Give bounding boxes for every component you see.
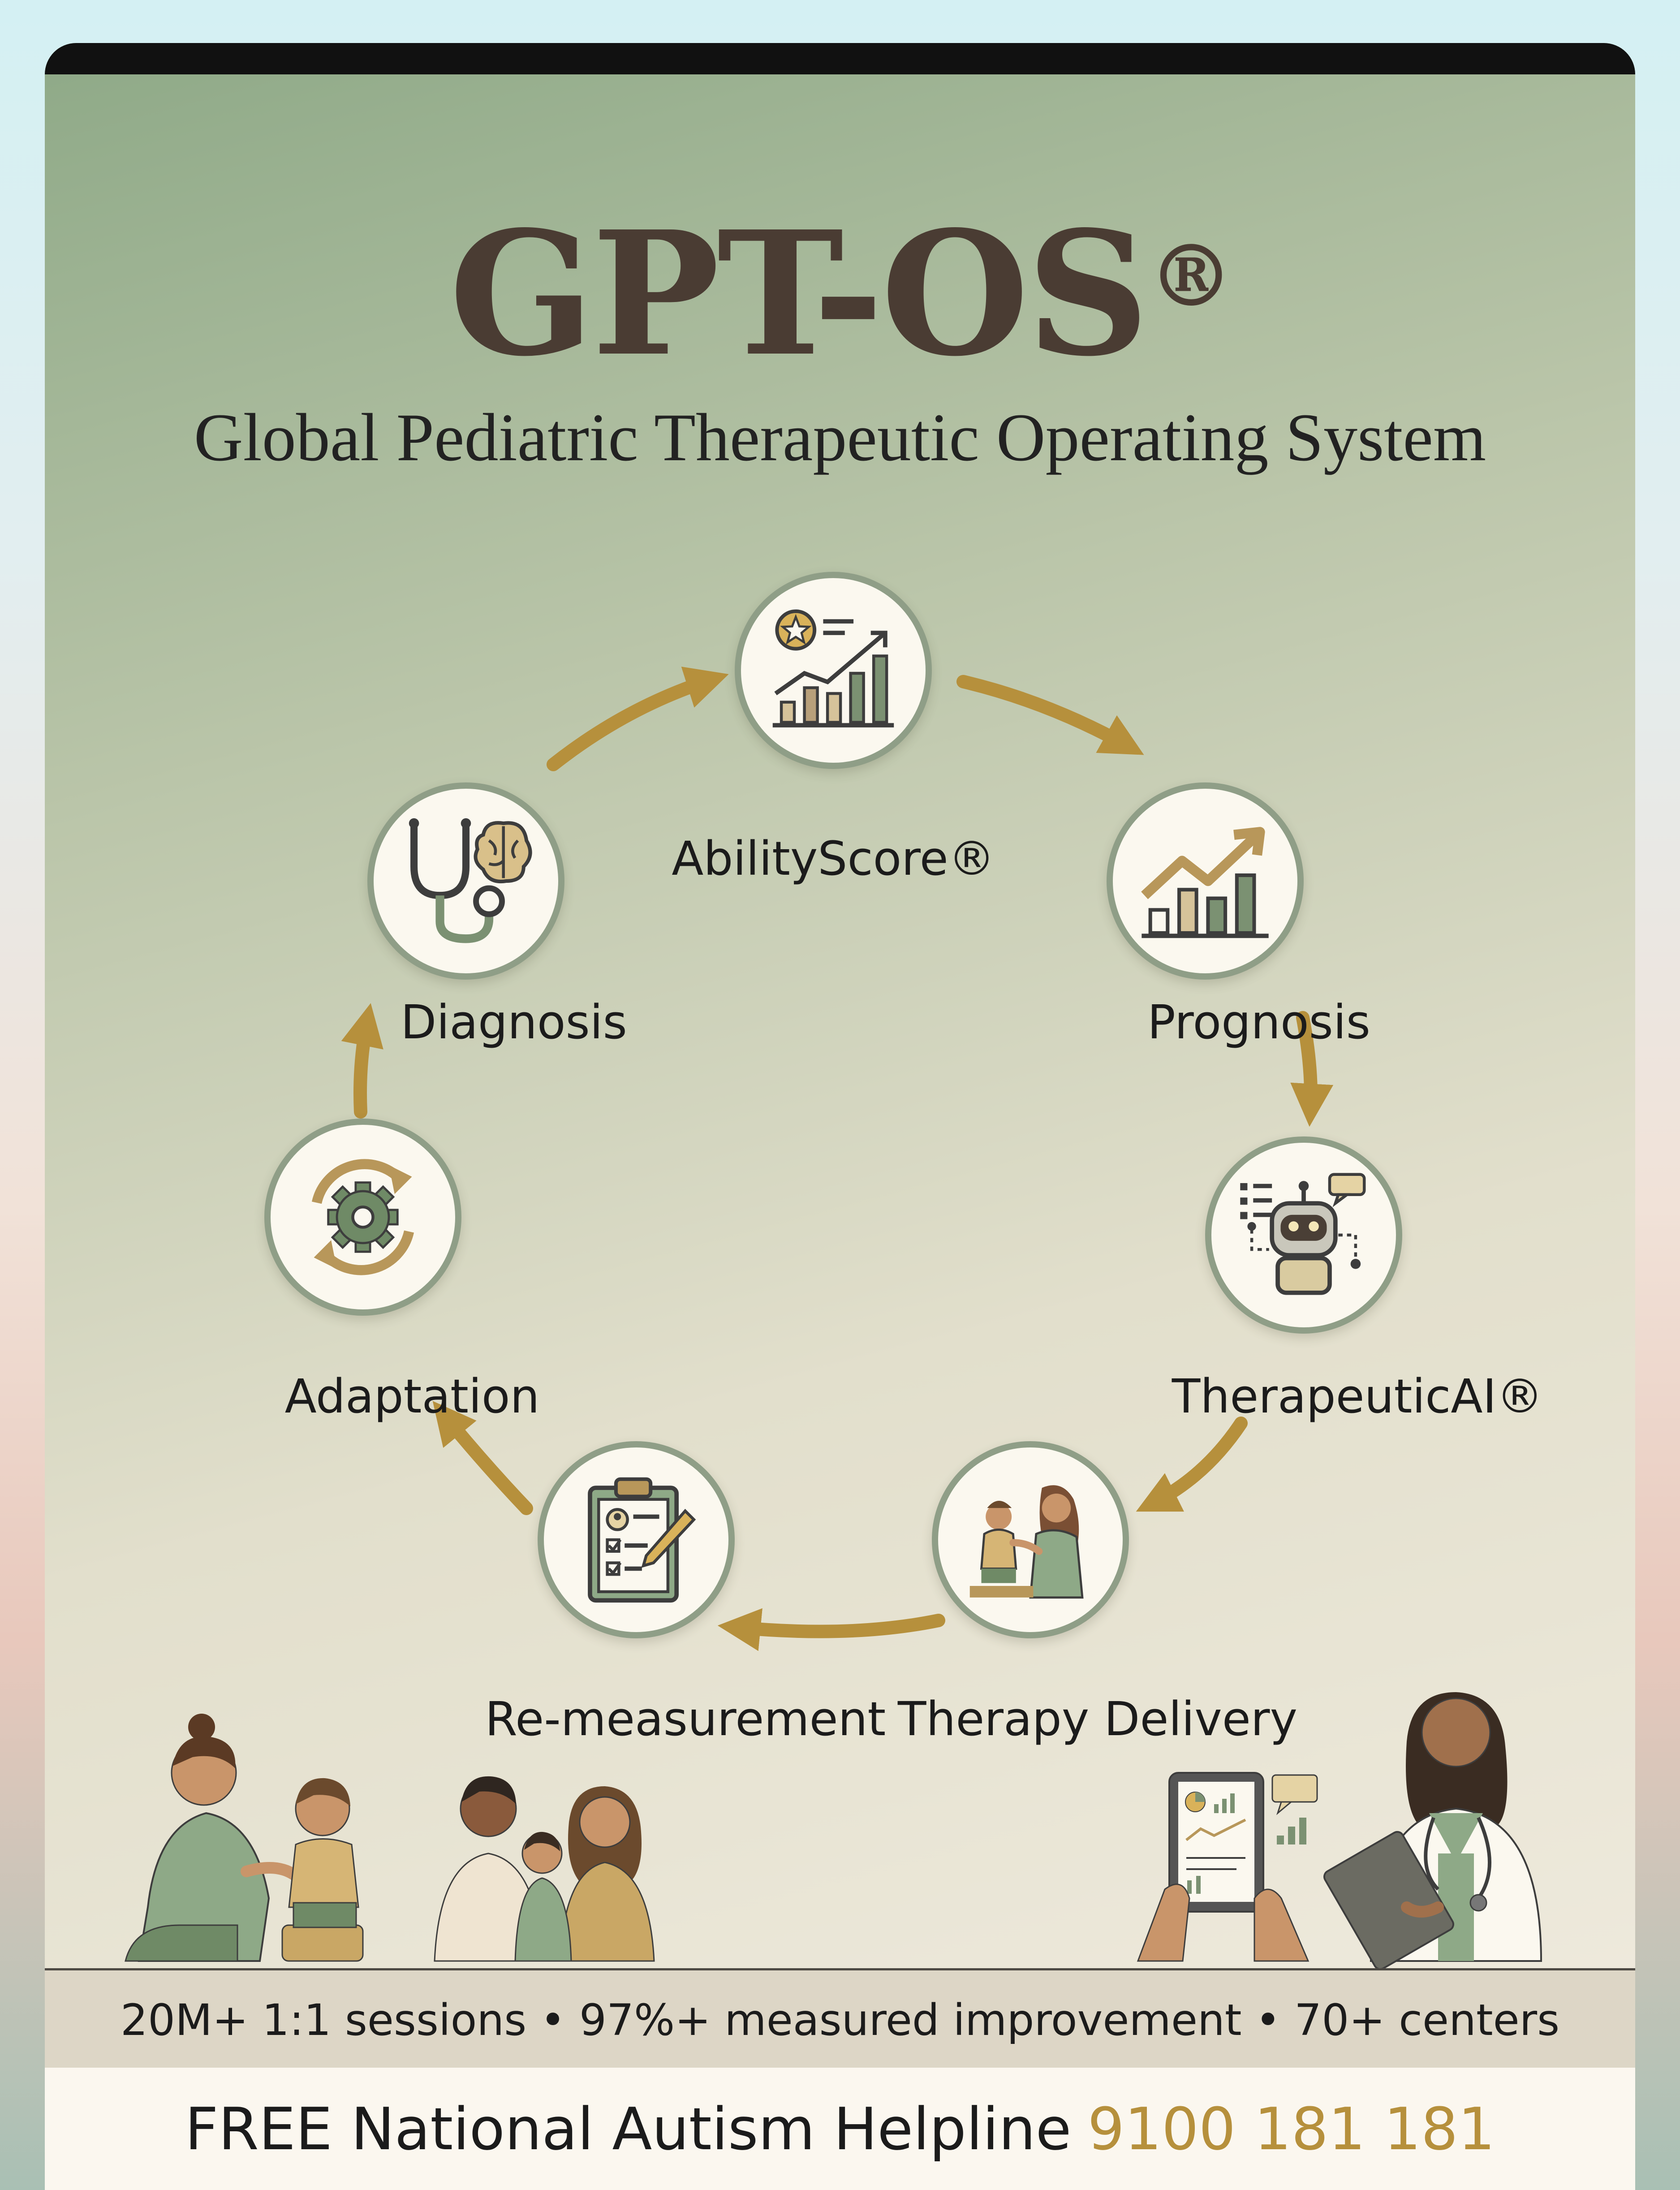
arrow-therapy-to-remeasurement (717, 1608, 945, 1651)
therapist-with-child-illustration (125, 1714, 364, 1962)
clipboard-icon (588, 1477, 696, 1603)
poster-card: GPT-OS® Global Pediatric Therapeutic Ope… (45, 43, 1635, 2190)
registered-mark: ® (1148, 226, 1234, 326)
therapeuticai-node[interactable] (1205, 1136, 1402, 1334)
helpline-bar: FREE National Autism Helpline 9100 181 1… (45, 2068, 1635, 2190)
tablet-analytics-illustration (1137, 1772, 1318, 1962)
helpline-label: FREE National Autism Helpline (185, 2095, 1072, 2163)
therapy-delivery-node[interactable] (932, 1441, 1129, 1638)
arrow-prognosis-to-therapeuticai (1290, 1011, 1334, 1127)
gear-cycle-icon (311, 1159, 414, 1275)
arrow-adaptation-to-diagnosis (341, 1003, 383, 1119)
robot-icon (1240, 1173, 1366, 1295)
ability-score-icon (772, 609, 894, 728)
cycle-arrows (341, 666, 1334, 1651)
prognosis-node[interactable] (1107, 782, 1304, 980)
label-abilityscore: AbilityScore® (672, 831, 995, 886)
label-adaptation: Adaptation (284, 1369, 540, 1424)
helpline-phone[interactable]: 9100 181 181 (1087, 2095, 1495, 2163)
doctor-illustration (1323, 1692, 1542, 1970)
adaptation-node[interactable] (264, 1119, 461, 1316)
arrow-diagnosis-to-abilityscore (547, 666, 729, 771)
prognosis-chart-icon (1141, 827, 1269, 938)
label-diagnosis: Diagnosis (401, 995, 627, 1050)
arrow-therapeuticai-to-therapy (1136, 1417, 1248, 1512)
diagnosis-node[interactable] (367, 782, 564, 980)
family-illustration (434, 1776, 655, 1962)
arrow-remeasurement-to-adaptation (432, 1401, 533, 1515)
label-prognosis: Prognosis (1147, 995, 1370, 1050)
stats-bar: 20M+ 1:1 sessions • 97%+ measured improv… (45, 1968, 1635, 2070)
arrow-abilityscore-to-prognosis (956, 675, 1144, 755)
label-therapy-delivery: Therapy Delivery (897, 1692, 1298, 1746)
label-therapeuticai: TherapeuticAI® (1172, 1369, 1543, 1424)
stethoscope-brain-icon (409, 818, 532, 943)
page-subtitle: Global Pediatric Therapeutic Operating S… (194, 400, 1486, 475)
remeasurement-node[interactable] (538, 1441, 735, 1638)
page-title: GPT-OS® (449, 194, 1234, 394)
therapist-child-icon (969, 1485, 1084, 1599)
top-bar (45, 43, 1635, 74)
illustration-scene (125, 1692, 1542, 1970)
abilityscore-node[interactable] (735, 572, 932, 769)
label-remeasurement: Re-measurement (485, 1692, 886, 1746)
